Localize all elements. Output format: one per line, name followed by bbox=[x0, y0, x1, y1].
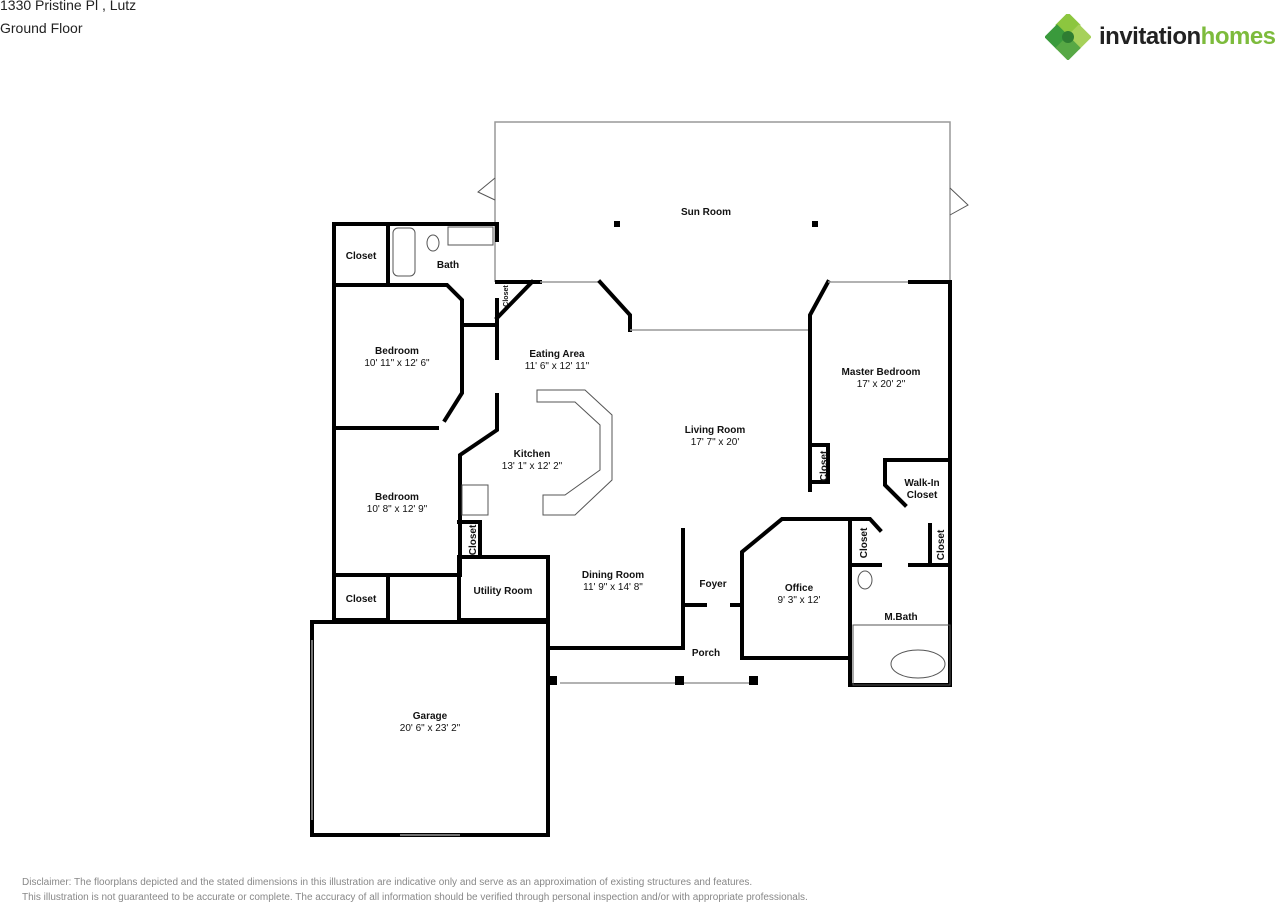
room-dims: 20' 6" x 23' 2" bbox=[400, 723, 461, 734]
disclaimer-line-2: This illustration is not guaranteed to b… bbox=[22, 892, 808, 903]
room-name: Closet bbox=[468, 524, 479, 555]
room-dims: 11' 9" x 14' 8" bbox=[583, 582, 643, 593]
room-dims: 10' 8" x 12' 9" bbox=[367, 504, 428, 515]
closet-label: Closet bbox=[936, 529, 947, 560]
room-name: Garage bbox=[413, 711, 448, 722]
room-dims: 10' 11" x 12' 6" bbox=[364, 358, 430, 369]
room-name: Foyer bbox=[699, 579, 726, 590]
room-dims: 17' x 20' 2" bbox=[857, 379, 906, 390]
walls bbox=[310, 222, 952, 837]
room-name: Office bbox=[785, 583, 814, 594]
room-name: Bath bbox=[437, 260, 459, 271]
logo-text-homes: homes bbox=[1200, 23, 1276, 50]
fixtures bbox=[392, 226, 951, 686]
room-name: Master Bedroom bbox=[842, 367, 921, 378]
property-address: 1330 Pristine Pl , Lutz bbox=[0, 0, 137, 13]
closet-label: Closet bbox=[819, 450, 830, 481]
room-name: Closet bbox=[346, 251, 377, 262]
room-name: M.Bath bbox=[884, 612, 917, 623]
room-name: Living Room bbox=[685, 425, 746, 436]
room-labels: Sun Room Closet Bath Bedroom 10' 11" x 1… bbox=[346, 207, 947, 734]
disclaimer-line-1: Disclaimer: The floorplans depicted and … bbox=[22, 877, 753, 888]
room-name: Closet bbox=[907, 490, 938, 501]
logo-mark-icon bbox=[1045, 14, 1091, 60]
room-dims: 13' 1" x 12' 2" bbox=[502, 461, 563, 472]
room-name: Dining Room bbox=[582, 570, 644, 581]
floor-label: Ground Floor bbox=[0, 20, 83, 36]
closet-label: Closet bbox=[503, 285, 510, 307]
room-name: Porch bbox=[692, 648, 720, 659]
room-name: Kitchen bbox=[514, 449, 551, 460]
room-dims: 11' 6" x 12' 11" bbox=[525, 361, 590, 372]
closet-label: Closet bbox=[859, 527, 870, 558]
room-name: Utility Room bbox=[474, 586, 533, 597]
room-name: Eating Area bbox=[529, 349, 585, 360]
room-name: Walk-In bbox=[904, 478, 939, 489]
room-name: Bedroom bbox=[375, 346, 419, 357]
room-name: Sun Room bbox=[681, 207, 731, 218]
room-name: Bedroom bbox=[375, 492, 419, 503]
room-name: Closet bbox=[346, 594, 377, 605]
room-dims: 9' 3" x 12' bbox=[778, 595, 821, 606]
sun-room-outline bbox=[477, 121, 969, 282]
logo-text-invitation: invitation bbox=[1099, 23, 1201, 50]
room-dims: 17' 7" x 20' bbox=[691, 437, 740, 448]
